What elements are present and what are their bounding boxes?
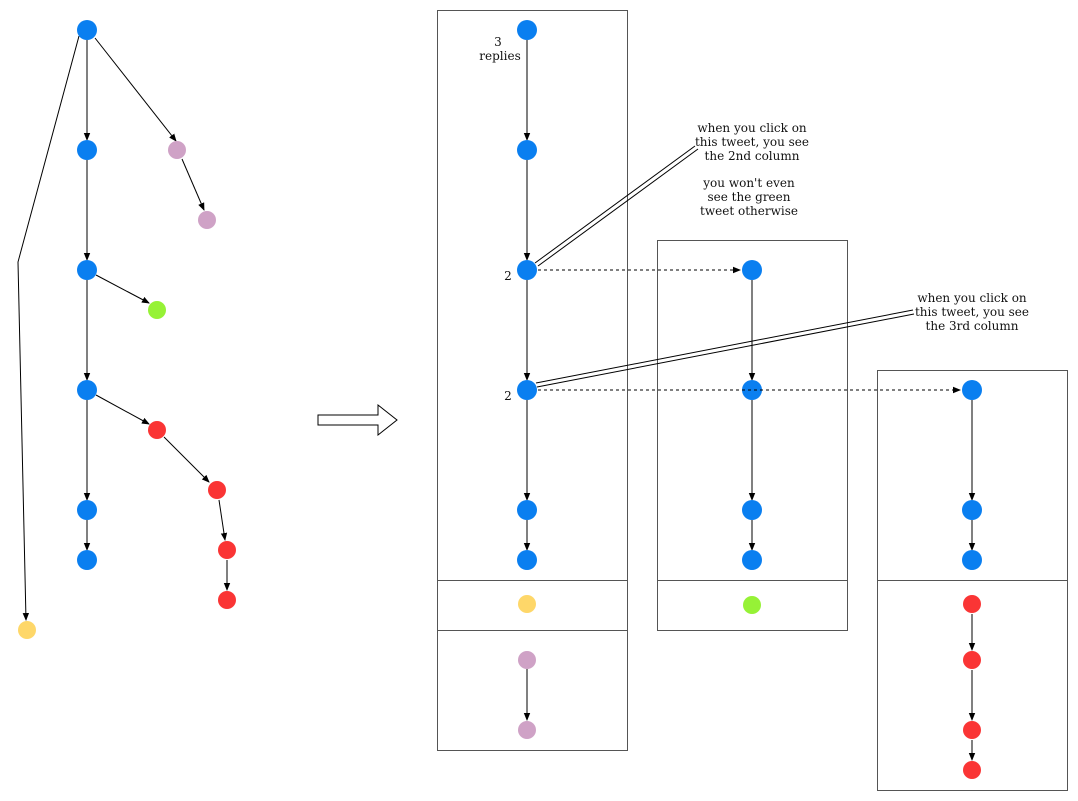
tweet-node[interactable] bbox=[963, 721, 981, 739]
tweet-node[interactable] bbox=[962, 500, 982, 520]
edge bbox=[17, 35, 80, 621]
edge bbox=[218, 499, 228, 541]
tweet-node bbox=[18, 621, 36, 639]
callout-line bbox=[535, 309, 914, 384]
tweet-node bbox=[148, 301, 166, 319]
tweet-node bbox=[77, 140, 97, 160]
tweet-node[interactable] bbox=[742, 500, 762, 520]
tweet-node bbox=[148, 421, 166, 439]
annotation-line: tweet otherwise bbox=[700, 204, 798, 218]
tweet-node[interactable] bbox=[963, 651, 981, 669]
column-box bbox=[657, 240, 848, 631]
annotation-line: the 2nd column bbox=[705, 149, 800, 163]
tweet-node bbox=[218, 591, 236, 609]
tweet-node[interactable] bbox=[963, 595, 981, 613]
tweet-node bbox=[77, 500, 97, 520]
tweet-node[interactable] bbox=[742, 260, 762, 280]
tweet-node[interactable] bbox=[742, 550, 762, 570]
tweet-node bbox=[77, 260, 97, 280]
tweet-node[interactable] bbox=[517, 140, 537, 160]
tweet-node[interactable] bbox=[517, 550, 537, 570]
callout-line bbox=[534, 145, 696, 264]
tweet-node[interactable] bbox=[518, 595, 536, 613]
tweet-node bbox=[218, 541, 236, 559]
tweet-node[interactable] bbox=[742, 380, 762, 400]
edge bbox=[163, 436, 210, 483]
tweet-node bbox=[208, 481, 226, 499]
tweet-node bbox=[198, 211, 216, 229]
column-box bbox=[437, 10, 628, 751]
annotation-line: see the green bbox=[708, 190, 791, 204]
tweet-node[interactable] bbox=[517, 20, 537, 40]
annotation-line: you won't even bbox=[702, 176, 795, 190]
edge bbox=[94, 37, 177, 142]
tweet-node bbox=[168, 141, 186, 159]
left-tree-nodes bbox=[18, 20, 236, 639]
left-tree bbox=[17, 20, 236, 639]
left-tree-edges bbox=[17, 35, 231, 621]
reply-count: 3 bbox=[494, 35, 502, 49]
tweet-node[interactable] bbox=[963, 761, 981, 779]
annotation-note-3: when you click on this tweet, you see th… bbox=[915, 291, 1029, 333]
annotation-line: this tweet, you see bbox=[915, 305, 1029, 319]
tweet-node[interactable] bbox=[517, 260, 537, 280]
tweet-node bbox=[77, 550, 97, 570]
reply-count: 2 bbox=[504, 269, 512, 283]
annotation-line: when you click on bbox=[697, 121, 807, 135]
tweet-node[interactable] bbox=[517, 380, 537, 400]
tweet-node[interactable] bbox=[962, 550, 982, 570]
edge bbox=[95, 274, 150, 304]
callout-line bbox=[536, 313, 915, 388]
annotation-line: when you click on bbox=[917, 291, 1027, 305]
tweet-node bbox=[77, 380, 97, 400]
column-links bbox=[534, 145, 961, 394]
column-2 bbox=[657, 240, 848, 631]
edge bbox=[95, 394, 150, 425]
tweet-node[interactable] bbox=[517, 500, 537, 520]
transform-arrow-icon bbox=[317, 403, 398, 437]
column-1: 3 replies 2 2 bbox=[437, 10, 628, 751]
column-3 bbox=[877, 370, 1068, 791]
edge bbox=[181, 158, 205, 211]
reply-word: replies bbox=[479, 49, 520, 63]
tweet-node[interactable] bbox=[518, 721, 536, 739]
tweet-node bbox=[77, 20, 97, 40]
annotation-line: the 3rd column bbox=[926, 319, 1019, 333]
annotation-note-2: you won't even see the green tweet other… bbox=[700, 176, 798, 218]
callout-line bbox=[537, 148, 699, 267]
annotation-note-1: when you click on this tweet, you see th… bbox=[695, 121, 809, 163]
annotation-line: this tweet, you see bbox=[695, 135, 809, 149]
reply-count: 2 bbox=[504, 389, 512, 403]
tweet-node[interactable] bbox=[962, 380, 982, 400]
tweet-node[interactable] bbox=[743, 596, 761, 614]
tweet-node[interactable] bbox=[518, 651, 536, 669]
